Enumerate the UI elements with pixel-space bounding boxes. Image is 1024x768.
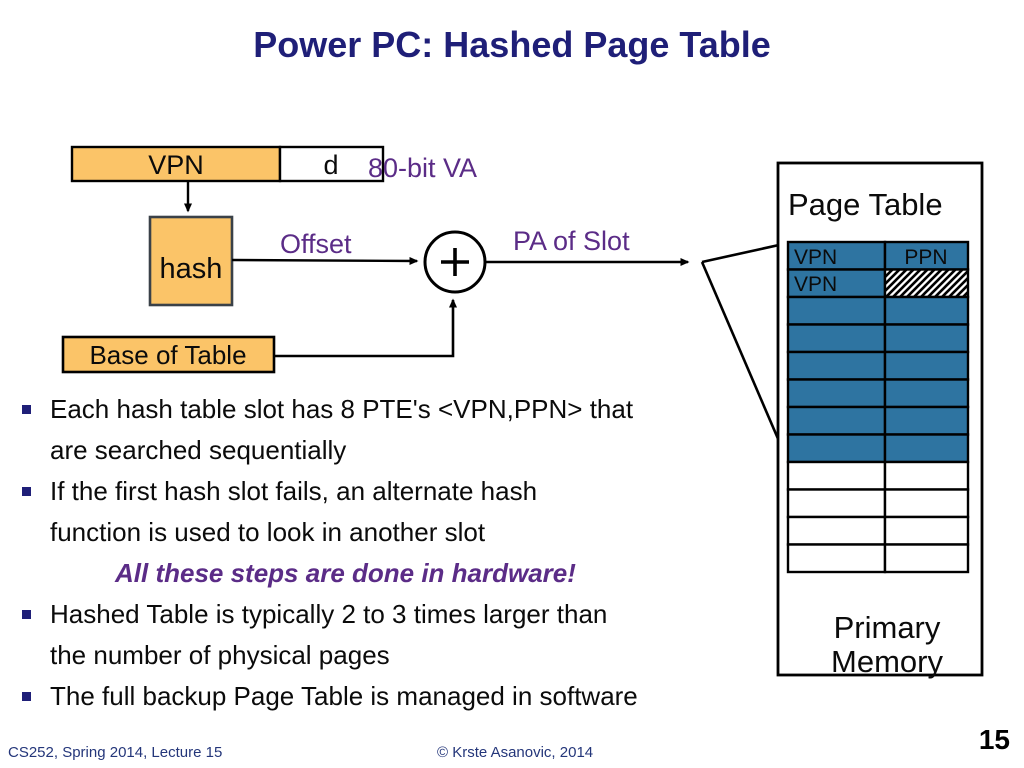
page-table-cell bbox=[788, 352, 885, 380]
primary-memory-label-line2: Memory bbox=[831, 644, 943, 679]
offset-label: Offset bbox=[280, 229, 352, 259]
bullet-text: Each hash table slot has 8 PTE's <VPN,PP… bbox=[50, 389, 633, 471]
bullet-item: Hashed Table is typically 2 to 3 times l… bbox=[20, 594, 765, 676]
page-table-cell bbox=[788, 380, 885, 408]
bullet-list: Each hash table slot has 8 PTE's <VPN,PP… bbox=[20, 389, 765, 717]
page-table-cell-hatched bbox=[885, 270, 968, 298]
vpn-field-label: VPN bbox=[148, 150, 204, 180]
page-table-cell bbox=[788, 407, 885, 435]
bullet-item: Each hash table slot has 8 PTE's <VPN,PP… bbox=[20, 389, 765, 471]
footer-copyright: © Krste Asanovic, 2014 bbox=[437, 744, 593, 761]
primary-memory-label-line1: Primary bbox=[834, 610, 941, 645]
page-table-cell bbox=[885, 380, 968, 408]
page-table-cell bbox=[885, 545, 968, 573]
va-bits-label: 80-bit VA bbox=[368, 153, 477, 183]
bullet-line: If the first hash slot fails, an alterna… bbox=[50, 471, 537, 512]
page-table-cell bbox=[788, 517, 885, 545]
hash-box-label: hash bbox=[160, 253, 223, 285]
base-to-adder-line bbox=[274, 300, 453, 356]
bullet-line: are searched sequentially bbox=[50, 430, 633, 471]
d-field-label: d bbox=[323, 150, 338, 180]
bullet-text: The full backup Page Table is managed in… bbox=[50, 676, 638, 717]
bullet-line: Each hash table slot has 8 PTE's <VPN,PP… bbox=[50, 389, 633, 430]
bullet-item: If the first hash slot fails, an alterna… bbox=[20, 471, 765, 553]
hardware-note: All these steps are done in hardware! bbox=[115, 553, 765, 594]
bullet-square-icon bbox=[22, 405, 31, 414]
bullet-square-icon bbox=[22, 487, 31, 496]
page-table-cell bbox=[885, 297, 968, 325]
page-table-cell bbox=[788, 435, 885, 463]
page-table-cell bbox=[788, 545, 885, 573]
page-table-cell bbox=[788, 325, 885, 353]
page-table-cell bbox=[885, 462, 968, 490]
page-table-cell bbox=[885, 407, 968, 435]
bullet-line: Hashed Table is typically 2 to 3 times l… bbox=[50, 594, 607, 635]
page-table-cell bbox=[885, 490, 968, 518]
page-table-title: Page Table bbox=[788, 187, 943, 222]
bullet-line: function is used to look in another slot bbox=[50, 512, 537, 553]
page-table-col2-header: PPN bbox=[904, 246, 947, 269]
bullet-square-icon bbox=[22, 610, 31, 619]
bullet-line: The full backup Page Table is managed in… bbox=[50, 676, 638, 717]
pa-of-slot-label: PA of Slot bbox=[513, 226, 630, 256]
footer-course-info: CS252, Spring 2014, Lecture 15 bbox=[8, 744, 222, 761]
bullet-line: the number of physical pages bbox=[50, 635, 607, 676]
base-of-table-label: Base of Table bbox=[89, 340, 246, 370]
page-table-cell bbox=[885, 517, 968, 545]
bullet-item: The full backup Page Table is managed in… bbox=[20, 676, 765, 717]
page-table-cell bbox=[788, 490, 885, 518]
offset-arrow bbox=[232, 260, 417, 261]
bullet-square-icon bbox=[22, 692, 31, 701]
page-table-cell bbox=[788, 297, 885, 325]
slot-expand-line-top bbox=[702, 243, 788, 262]
page-table-row2-vpn: VPN bbox=[794, 273, 837, 296]
page-table-cell bbox=[885, 352, 968, 380]
page-table-col1-header: VPN bbox=[794, 246, 837, 269]
slide-page-number: 15 bbox=[979, 724, 1010, 756]
page-table-cell bbox=[885, 435, 968, 463]
page-table-cell bbox=[885, 325, 968, 353]
bullet-text: If the first hash slot fails, an alterna… bbox=[50, 471, 537, 553]
bullet-text: Hashed Table is typically 2 to 3 times l… bbox=[50, 594, 607, 676]
page-table-cell bbox=[788, 462, 885, 490]
